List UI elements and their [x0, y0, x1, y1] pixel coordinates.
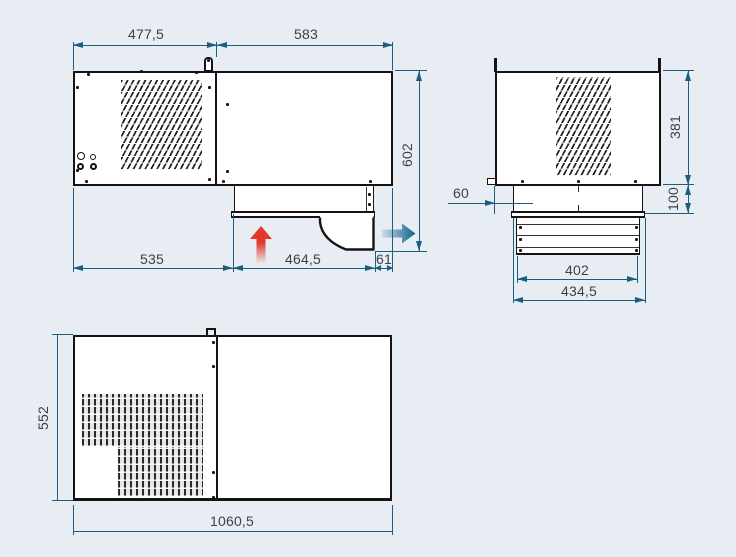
dim-label-100: 100: [665, 187, 681, 211]
dim-label-61: 61: [376, 251, 392, 267]
bottom-view-top-tab: [206, 328, 216, 337]
condenser-grille-hatch-side: [121, 80, 202, 170]
dim-line-381: [684, 71, 693, 185]
mounting-post-left: [494, 58, 497, 72]
dim-line-402: [517, 275, 637, 284]
dim-label-583: 583: [294, 26, 318, 42]
dim-label-535: 535: [140, 251, 164, 267]
air-deflector-curve: [318, 216, 375, 251]
airflow-right-icon: [382, 223, 416, 244]
dim-line-602: [415, 71, 424, 251]
side-view-duct-box: [234, 185, 374, 213]
bottom-view-panel-divider: [216, 335, 218, 501]
dim-label-477-5: 477,5: [127, 26, 165, 42]
dim-label-552: 552: [35, 406, 51, 430]
dim-label-602: 602: [399, 143, 415, 167]
dim-label-1060-5: 1060,5: [209, 513, 255, 529]
dim-line-477-5: [73, 41, 217, 50]
dim-label-60: 60: [453, 185, 469, 201]
dim-label-402: 402: [565, 262, 589, 278]
side-view-top-tab-hole: [207, 59, 210, 62]
dim-line-464-5: [233, 264, 375, 273]
dim-line-535: [73, 264, 233, 273]
dim-line-434-5: [513, 296, 645, 305]
front-view-side-tab: [487, 178, 496, 185]
fin-hatch-upper: [82, 394, 203, 447]
airflow-up-icon: [250, 226, 272, 263]
dim-label-434-5: 434,5: [560, 283, 598, 299]
dim-line-552: [57, 335, 59, 501]
side-view-panel-divider: [215, 71, 217, 186]
dim-leader-60-arrow: [485, 200, 495, 206]
duct-center-mark-bottom: [578, 205, 579, 212]
dim-line-100: [684, 185, 693, 213]
condenser-grille-hatch-front: [556, 77, 611, 176]
dim-label-464-5: 464,5: [284, 251, 322, 267]
duct-inner-seam: [366, 187, 367, 211]
side-view-flange: [231, 211, 375, 218]
front-view-louver-grille: [516, 217, 640, 255]
dim-line-61: [375, 264, 393, 273]
fin-hatch-lower: [118, 447, 203, 497]
dim-line-583: [217, 41, 393, 50]
mounting-post-right: [658, 58, 661, 72]
dim-line-1060-5: [73, 531, 392, 533]
side-view-top-tab: [204, 57, 213, 72]
dim-label-381: 381: [667, 115, 683, 139]
duct-center-mark-top: [578, 186, 579, 192]
